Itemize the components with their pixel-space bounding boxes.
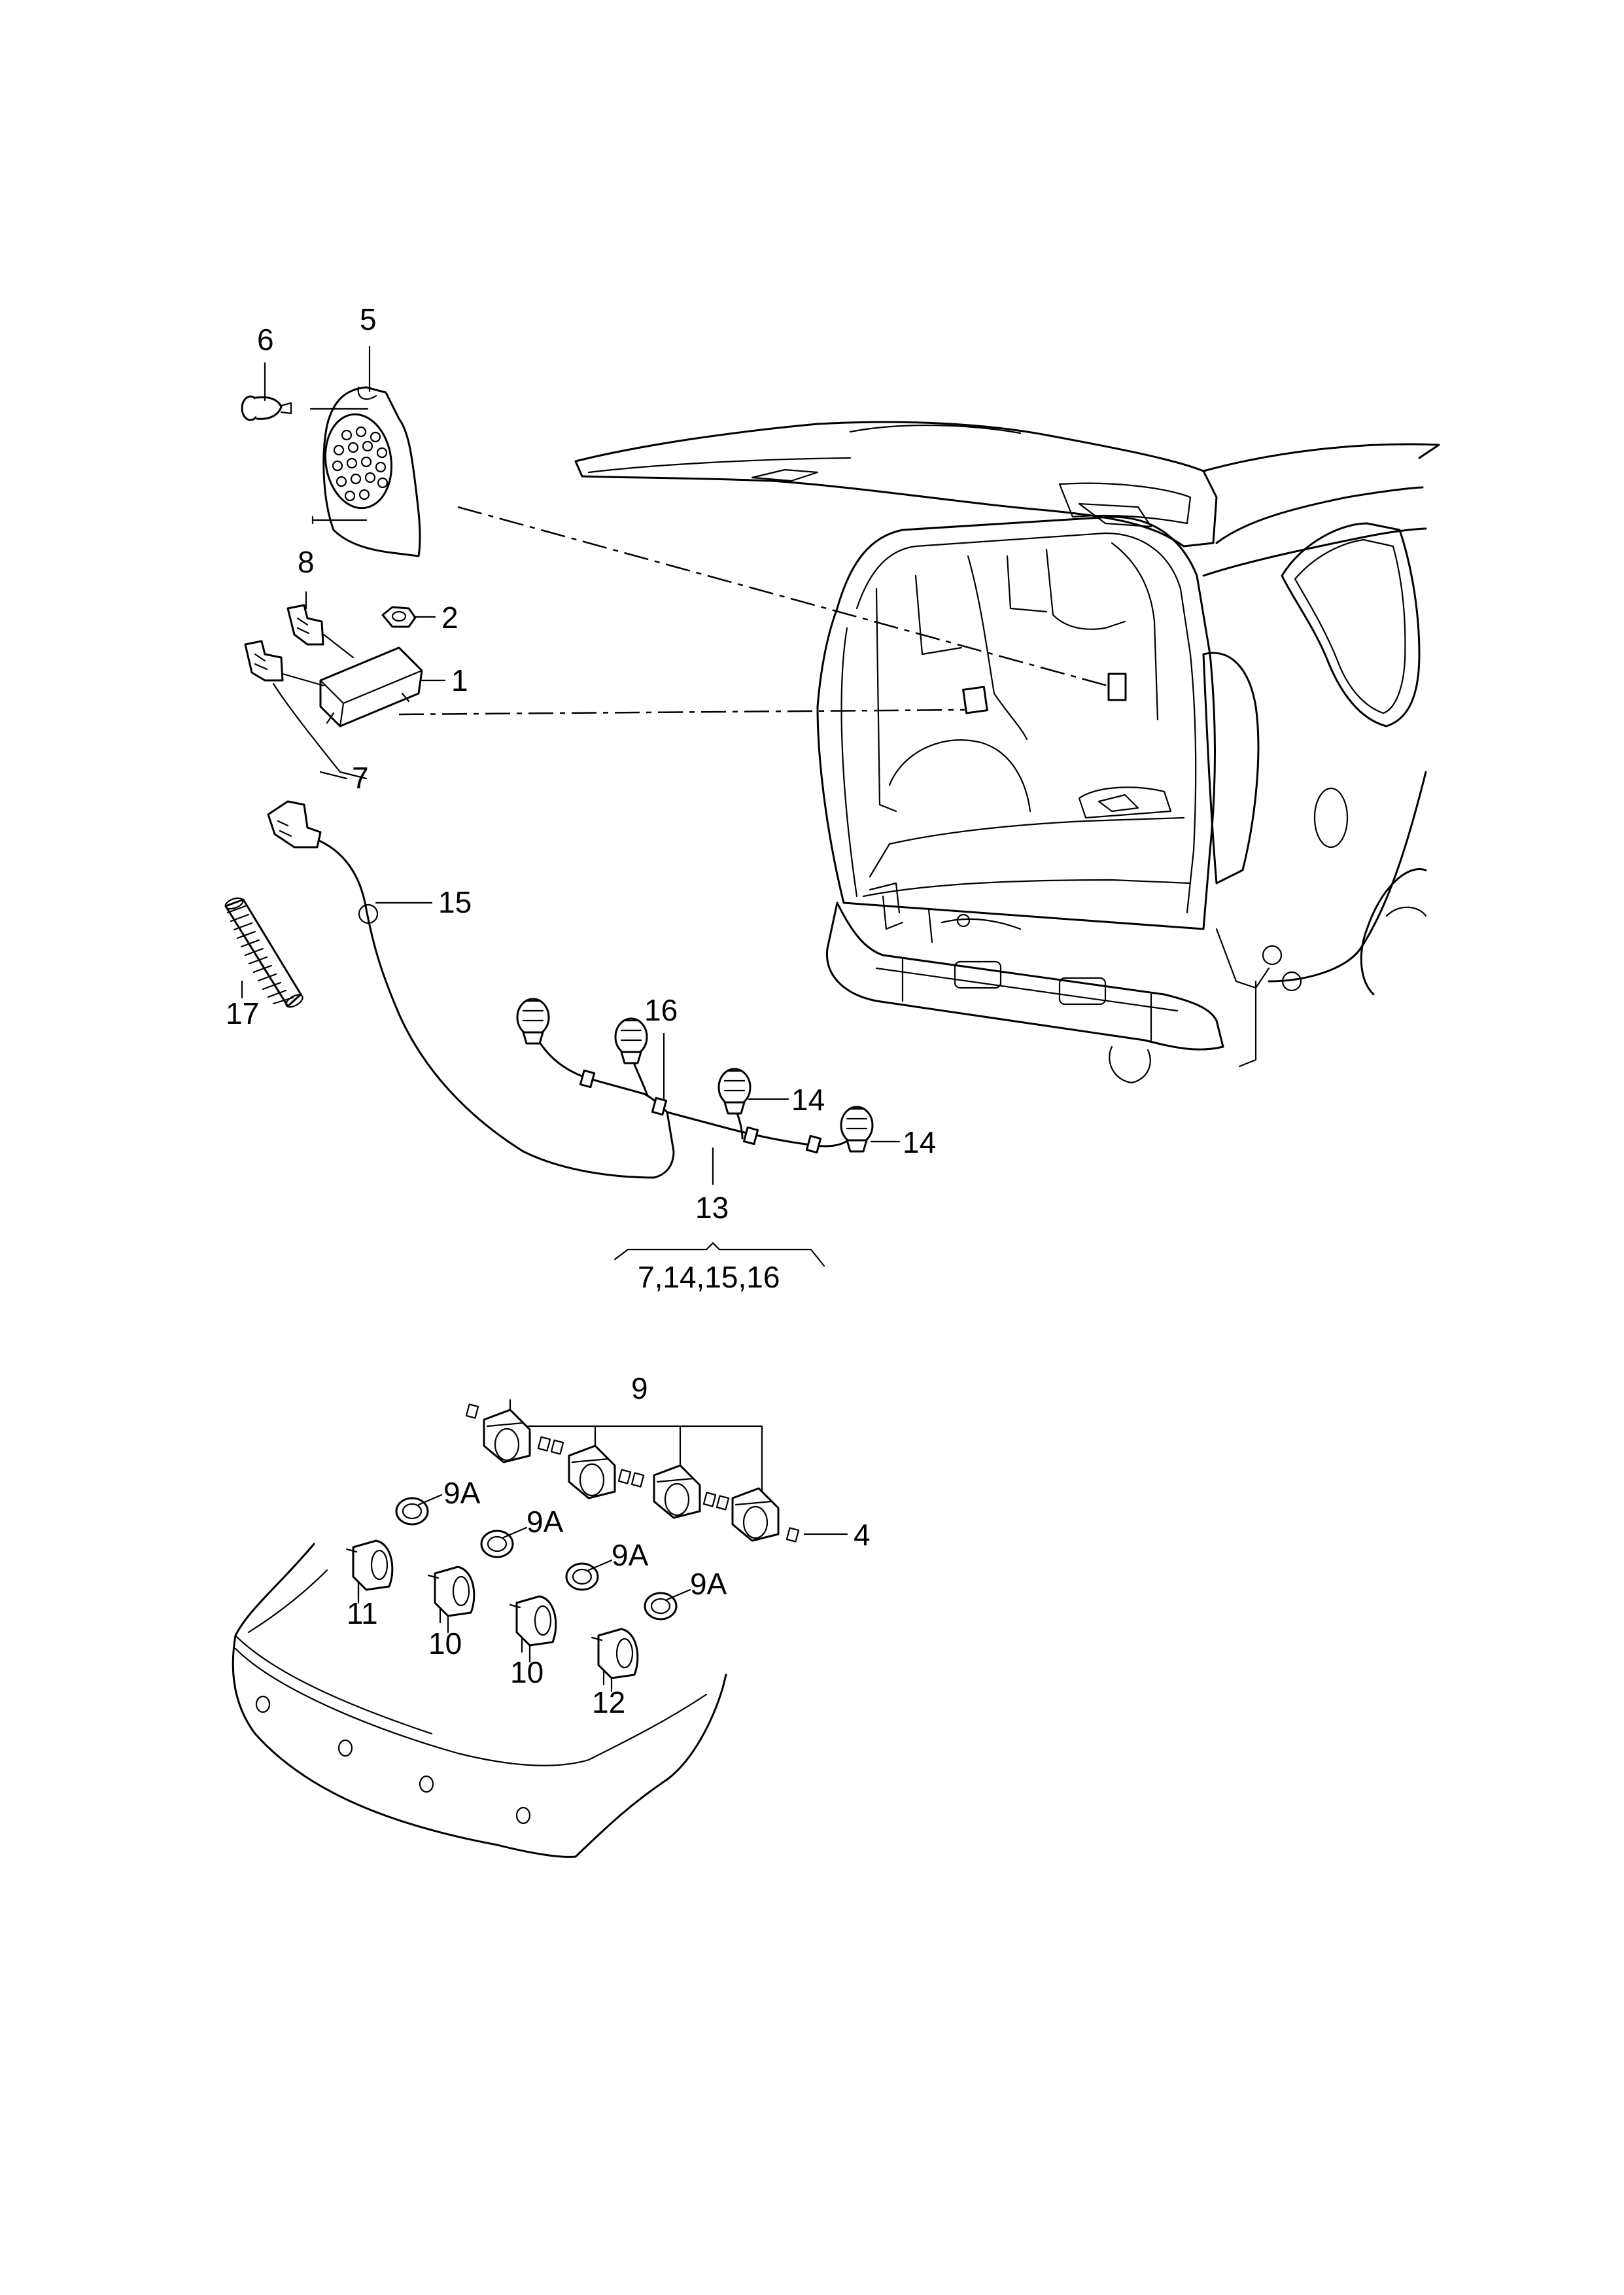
parking-sensor (483, 1409, 531, 1463)
rear-bumper (232, 1543, 727, 1858)
harness-connector (516, 998, 550, 1045)
callout-labels: 1 2 4 5 6 7 8 9 9A 9A 9A 9A 10 10 11 12 … (226, 302, 936, 1719)
callout-7: 7 (352, 761, 369, 795)
parking-sensor (731, 1487, 780, 1542)
callout-2: 2 (441, 601, 458, 635)
vehicle-rear-body (574, 421, 1440, 1084)
callout-1: 1 (451, 663, 468, 697)
location-line-1 (398, 709, 965, 716)
control-unit-part-1 (319, 646, 423, 727)
callout-4: 4 (854, 1518, 871, 1552)
callout-9a: 9A (443, 1476, 481, 1510)
wiring-harness-part-13 (267, 800, 874, 1179)
callout-9a: 9A (527, 1505, 564, 1539)
callout-8: 8 (298, 545, 315, 579)
callout-9a: 9A (612, 1538, 649, 1572)
sensor-holder (509, 1595, 557, 1653)
clip-part-6 (241, 395, 292, 421)
callout-9: 9 (631, 1371, 648, 1405)
callout-16: 16 (644, 993, 678, 1027)
callout-11: 11 (347, 1596, 378, 1630)
kit-contents-label: 7,14,15,16 (638, 1260, 780, 1294)
warning-buzzer-part-5 (309, 386, 421, 557)
nut-part-2 (381, 606, 417, 628)
sensor-holder (427, 1566, 475, 1624)
sensor-holder (591, 1628, 639, 1686)
callout-15: 15 (438, 885, 472, 919)
connector-part-8 (244, 604, 324, 682)
parking-sensor (568, 1445, 616, 1499)
callout-9a: 9A (690, 1567, 727, 1601)
callout-10: 10 (428, 1626, 462, 1660)
harness-connector (840, 1106, 874, 1153)
callout-10: 10 (510, 1655, 544, 1689)
parking-sensor (653, 1464, 701, 1519)
callout-6: 6 (257, 323, 274, 357)
callout-13: 13 (695, 1191, 729, 1225)
harness-connector (614, 1017, 648, 1064)
corrugated-tube-part-17 (224, 897, 303, 1008)
location-line-5 (457, 506, 1113, 688)
harness-connector (717, 1068, 752, 1115)
sensor-holder (345, 1539, 394, 1598)
callout-12: 12 (592, 1685, 625, 1719)
callout-14: 14 (903, 1125, 936, 1159)
kit-bracket (613, 1242, 825, 1267)
callout-14: 14 (791, 1083, 825, 1117)
callout-5: 5 (360, 302, 377, 336)
leader-lines (241, 345, 901, 1692)
sensor-group-part-9 (465, 1399, 800, 1543)
callout-17: 17 (226, 996, 259, 1030)
